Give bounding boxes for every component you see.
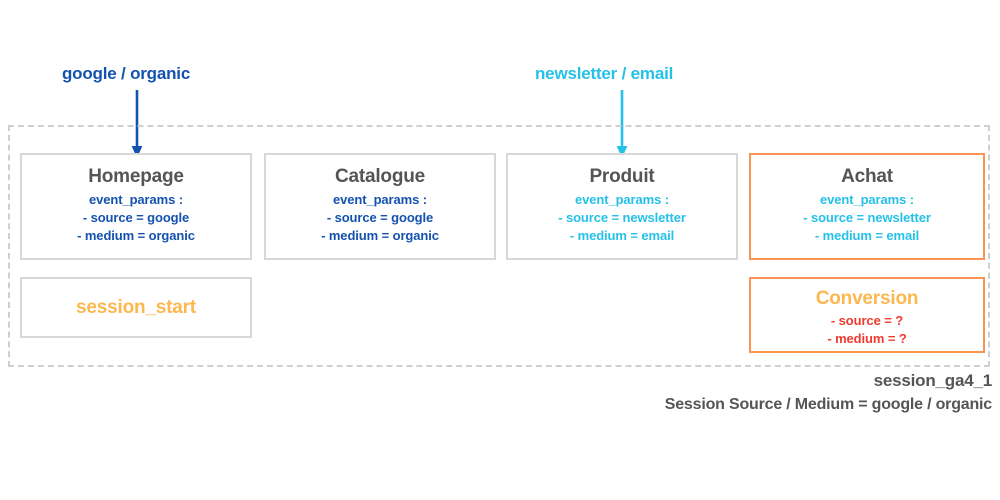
session-attribution-label: Session Source / Medium = google / organ… [664,396,992,413]
event-card-session-start[interactable]: session_start [20,277,252,338]
event-title: Achat [841,166,893,187]
event-param-medium: - medium = email [569,228,675,243]
event-param-medium: - medium = organic [77,228,195,243]
conversion-param-source: - source = ? [830,313,904,328]
session-container [8,125,990,367]
event-title: Produit [589,166,655,187]
event-title: Homepage [88,166,184,187]
event-card-homepage[interactable]: Homepage event_params : - source = googl… [20,153,252,260]
event-params-header: event_params : [820,192,914,207]
event-param-medium: - medium = email [814,228,920,243]
event-param-source: - source = google [326,210,434,225]
event-params-header: event_params : [333,192,427,207]
event-param-source: - source = google [82,210,190,225]
event-title: Catalogue [334,166,426,187]
annotation-newsletter-email: newsletter / email [535,64,674,83]
event-card-conversion[interactable]: Conversion - source = ? - medium = ? [749,277,985,353]
event-param-source: - source = newsletter [803,210,931,225]
event-card-produit[interactable]: Produit event_params : - source = newsle… [506,153,738,260]
conversion-param-medium: - medium = ? [827,331,907,346]
event-card-catalogue[interactable]: Catalogue event_params : - source = goog… [264,153,496,260]
arrow-google-to-homepage [130,90,144,158]
event-params-header: event_params : [89,192,183,207]
session-id-label: session_ga4_1 [873,371,993,390]
annotation-google-organic: google / organic [62,64,191,83]
session-start-label: session_start [76,296,196,318]
event-card-achat[interactable]: Achat event_params : - source = newslett… [749,153,985,260]
event-params-header: event_params : [575,192,669,207]
conversion-title: Conversion [815,288,919,309]
event-param-source: - source = newsletter [558,210,686,225]
arrow-newsletter-to-produit [615,90,629,158]
event-param-medium: - medium = organic [321,228,439,243]
